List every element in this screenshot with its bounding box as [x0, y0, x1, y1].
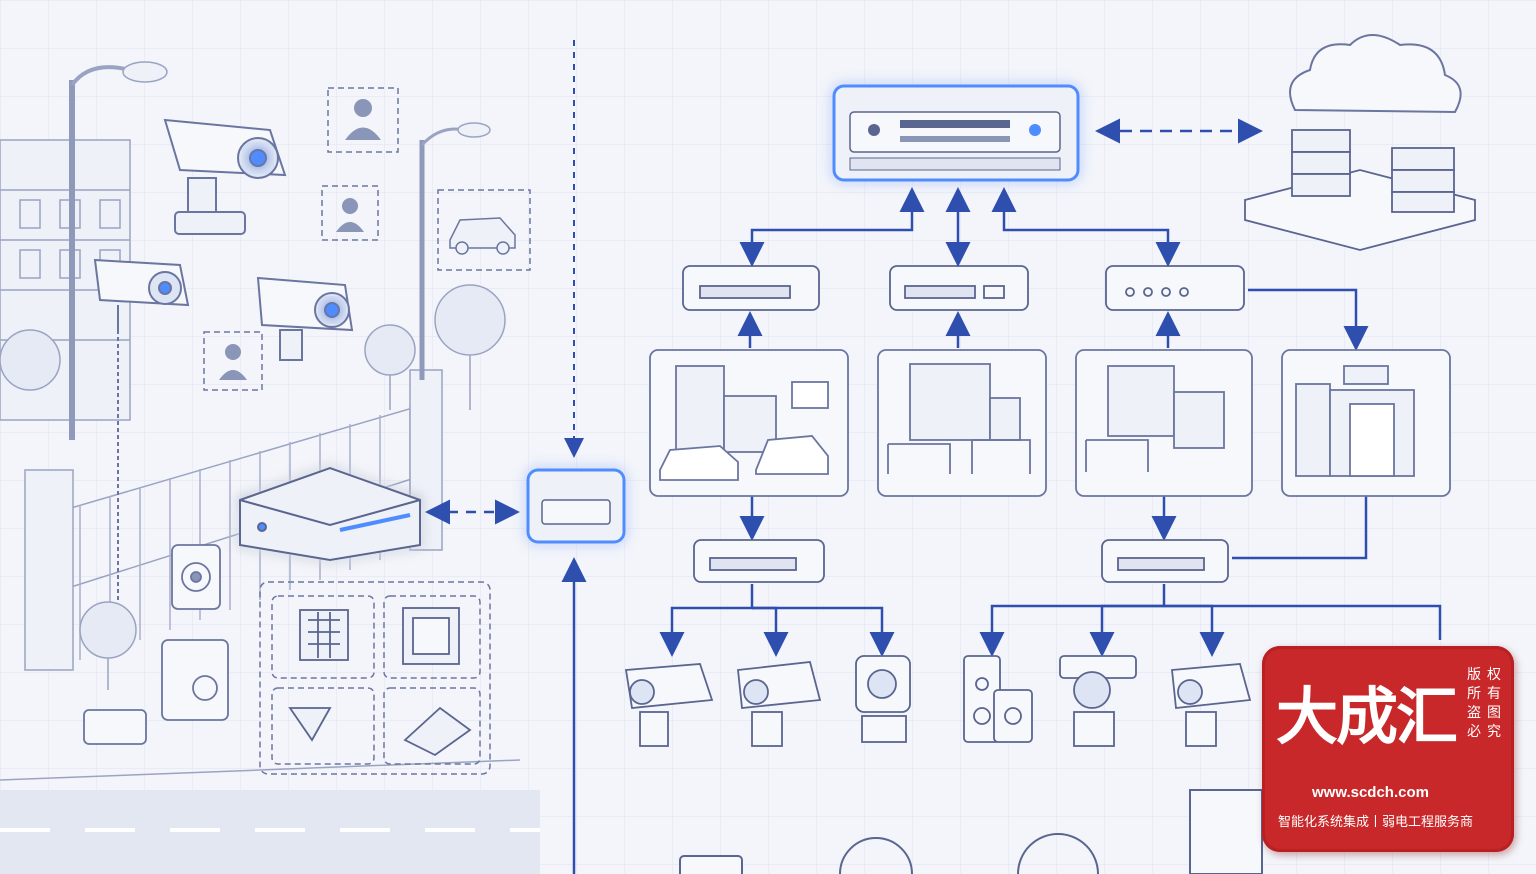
- detection-boxes: [203, 87, 531, 391]
- network-switch-icon: [1101, 539, 1229, 583]
- area-panel-gate: [1281, 349, 1451, 497]
- ai-feature-panel: [259, 581, 491, 775]
- watermark-tagline: 智能化系统集成丨弱电工程服务商: [1278, 815, 1474, 830]
- chip-icon: [299, 607, 460, 665]
- cctv-camera-icon: [1171, 663, 1252, 747]
- speaker-icon: [963, 655, 1033, 743]
- cctv-camera-icon: [1059, 655, 1137, 747]
- speaker-icon: [83, 544, 229, 745]
- cctv-camera-icon: [737, 661, 822, 747]
- bottom-partial-icons: [679, 789, 1263, 874]
- street-lamp-icon: [419, 122, 491, 380]
- cctv-camera-icon: [256, 276, 354, 361]
- filter-icon: [288, 707, 332, 742]
- network-switch-icon: [682, 265, 820, 311]
- watermark-side-label: 版权所有 盗图必究: [1467, 667, 1507, 740]
- person-icon: [219, 99, 381, 380]
- cctv-camera-icon: [163, 118, 287, 235]
- cloud-icon: [1289, 34, 1462, 114]
- area-panel-campus: [1075, 349, 1253, 497]
- network-switch-icon: [889, 265, 1029, 311]
- network-switch-icon: [526, 468, 626, 544]
- watermark-stamp: 大成汇 版权所有 盗图必究 www.scdch.com 智能化系统集成丨弱电工程…: [1262, 646, 1514, 852]
- watermark-url: www.scdch.com: [1312, 784, 1429, 801]
- nvr-icon: [832, 84, 1080, 182]
- network-switch-icon: [693, 539, 825, 583]
- package-icon: [403, 706, 472, 757]
- area-panel-parking: [649, 349, 849, 497]
- street-lamp-icon: [69, 61, 168, 440]
- watermark-brand: 大成汇: [1276, 680, 1458, 753]
- cctv-camera-icon: [624, 663, 714, 747]
- cctv-camera-icon: [93, 258, 190, 600]
- nvr-icon: [239, 466, 421, 562]
- server-icon: [1244, 129, 1476, 251]
- car-icon: [449, 217, 516, 255]
- connection-lines: [659, 187, 1442, 657]
- network-switch-icon: [1105, 265, 1245, 311]
- area-panel-office: [877, 349, 1047, 497]
- dome-camera-icon: [855, 655, 911, 743]
- watermark-side-text: 版权所有 盗图必究: [1467, 666, 1507, 742]
- tree: [0, 284, 506, 690]
